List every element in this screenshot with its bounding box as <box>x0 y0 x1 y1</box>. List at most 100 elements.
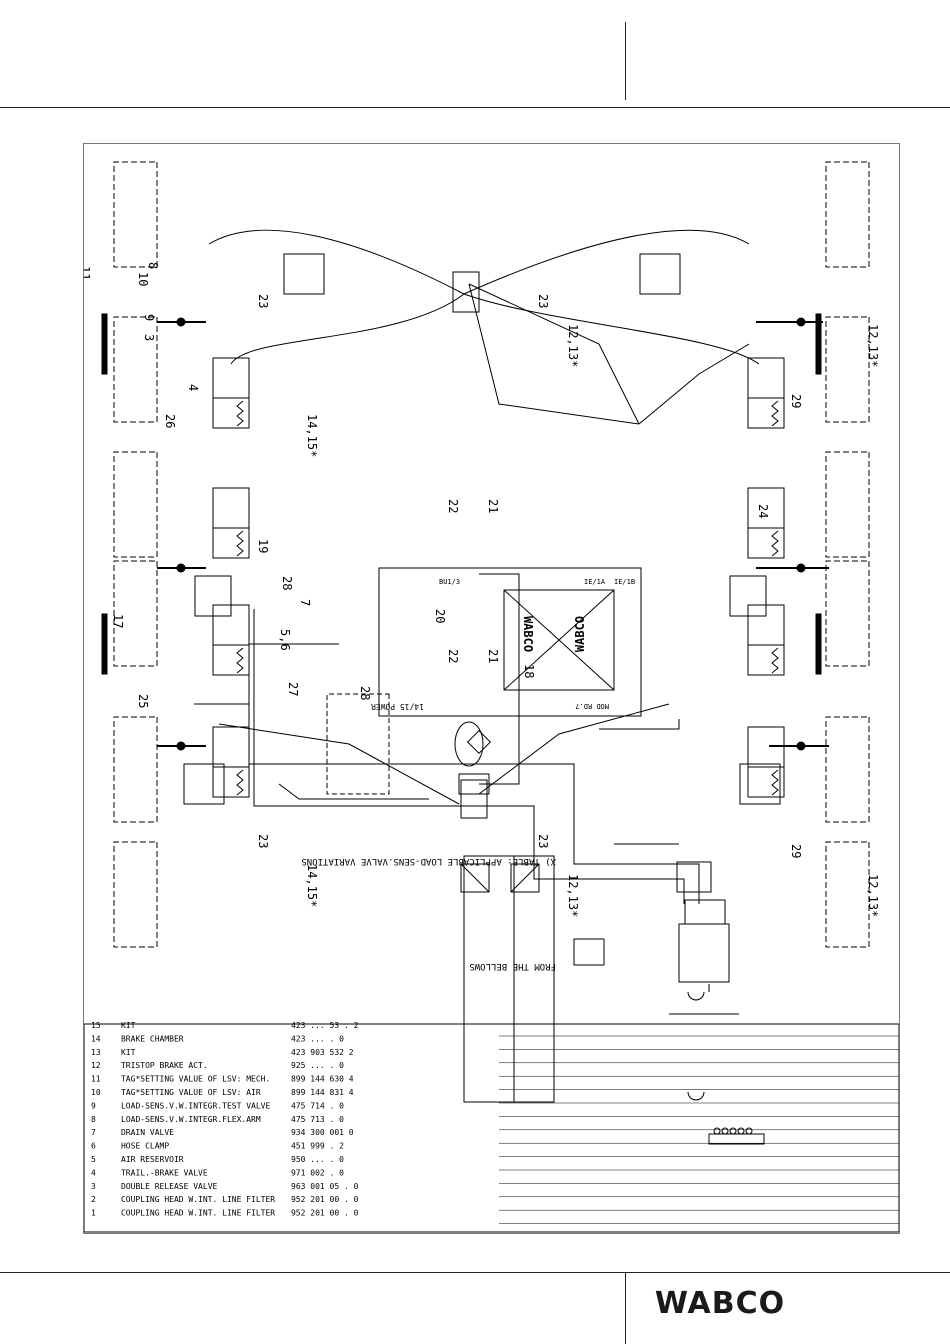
part-number: 934 300 001 0 <box>291 1128 354 1137</box>
ecu-port-ie1b: IE/1B <box>614 578 635 586</box>
spring-zigzag <box>771 530 779 557</box>
callout-label: 12,13* <box>866 874 880 917</box>
wheel-outline <box>113 716 158 823</box>
wheel-outline <box>113 841 158 948</box>
part-pos: 5 <box>91 1155 96 1164</box>
spring-zigzag <box>236 769 244 796</box>
part-number: 423 903 532 2 <box>291 1048 354 1057</box>
callout-label: 12,13* <box>566 874 580 917</box>
part-name: BRAKE CHAMBER <box>121 1034 184 1043</box>
part-name: COUPLING HEAD W.INT. LINE FILTER <box>121 1209 275 1218</box>
part-name: LOAD-SENS.V.W.INTEGR.TEST VALVE <box>121 1101 270 1110</box>
hose-24-c <box>463 229 750 295</box>
callout-label: 28 <box>280 576 294 590</box>
part-number: 423 ... . 0 <box>291 1034 344 1043</box>
footer-vertical-divider <box>625 1272 626 1344</box>
part-pos: 13 <box>91 1048 101 1057</box>
ecu-port-bu13: BU1/3 <box>439 578 460 586</box>
part-number: 952 201 00 . 0 <box>291 1195 359 1204</box>
part-name: TRAIL.-BRAKE VALVE <box>121 1168 208 1177</box>
brake-chamber <box>212 487 250 529</box>
wheel-outline <box>825 716 870 823</box>
valve-8-symbol <box>510 863 540 893</box>
rail-bolt <box>713 1127 721 1135</box>
rail-bolt <box>737 1127 745 1135</box>
part-pos: 4 <box>91 1168 96 1177</box>
callout-label: 20 <box>433 609 447 623</box>
brake-chamber-spring <box>212 766 250 798</box>
part-pos: 2 <box>91 1195 96 1204</box>
relay-valve-25 <box>676 861 712 893</box>
wheel-outline <box>825 560 870 667</box>
from-bellows-label: FROM THE BELLOWS <box>469 961 556 971</box>
brake-hose-1 <box>638 343 750 425</box>
part-number: 971 002 . 0 <box>291 1168 344 1177</box>
part-number: 950 ... . 0 <box>291 1155 344 1164</box>
control-pipe-2 <box>599 719 680 730</box>
brake-chamber-spring <box>212 644 250 676</box>
part-number: 475 713 . 0 <box>291 1115 344 1124</box>
abs-socket-cable <box>194 643 339 705</box>
callout-label: 22 <box>446 499 460 513</box>
callout-label: 3 <box>142 334 156 341</box>
vcs2-modulator-box <box>378 567 642 717</box>
hose-24-a <box>463 293 760 365</box>
brake-chamber-single <box>283 253 325 295</box>
part-name: KIT <box>121 1021 136 1030</box>
callout-label: 29 <box>789 394 803 408</box>
brake-chamber-single <box>739 763 781 805</box>
spring-zigzag <box>236 647 244 674</box>
part-pos: 14 <box>91 1034 101 1043</box>
sensor-cable <box>278 783 429 800</box>
part-number: 963 001 05 . 0 <box>291 1182 359 1191</box>
header-divider <box>0 107 950 108</box>
sensor-dot <box>176 741 186 751</box>
valve-9-diag <box>460 863 490 893</box>
wheel-outline <box>825 161 870 268</box>
callout-label: 21 <box>486 499 500 513</box>
callout-label: 21 <box>486 649 500 663</box>
rail-bolt <box>729 1127 737 1135</box>
callout-label: 7 <box>298 599 312 606</box>
part-name: DOUBLE RELEASE VALVE <box>121 1182 218 1191</box>
spring-zigzag <box>771 769 779 796</box>
valve-9-symbol <box>460 863 490 893</box>
brake-pipe <box>253 609 685 904</box>
part-name: DRAIN VALVE <box>121 1128 174 1137</box>
rail-bolt <box>721 1127 729 1135</box>
abs-relay-valve <box>460 779 488 819</box>
spring-zigzag <box>236 400 244 427</box>
brake-chamber <box>729 575 767 617</box>
coupling-head-supply <box>687 991 705 1001</box>
wheel-outline <box>113 560 158 667</box>
part-pos: 6 <box>91 1142 96 1151</box>
part-pos: 3 <box>91 1182 96 1191</box>
part-pos: 7 <box>91 1128 96 1137</box>
callout-label: 25 <box>136 694 150 708</box>
callout-label: 23 <box>536 834 550 848</box>
brake-chamber-spring <box>747 397 785 429</box>
rail-bolt <box>745 1127 753 1135</box>
sensor-dot <box>176 317 186 327</box>
part-name: TAG*SETTING VALUE OF LSV: MECH. <box>121 1075 270 1084</box>
brake-hose-3 <box>468 283 640 425</box>
footer-logo: WABCO <box>650 1285 790 1321</box>
callout-label: 10 <box>136 272 150 286</box>
ecu-port-power: 14/15 POWER <box>371 702 424 711</box>
part-pos: 15 <box>91 1021 101 1030</box>
double-release-valve <box>678 923 730 983</box>
brake-chamber <box>212 726 250 768</box>
drain-valve <box>466 729 492 755</box>
callout-label: 29 <box>789 844 803 858</box>
part-pos: 11 <box>91 1075 101 1084</box>
overload-protect-valve <box>452 271 480 313</box>
x-table-box <box>463 855 555 1103</box>
callout-label: 17 <box>111 614 125 628</box>
abs-sensor-rod <box>815 613 822 675</box>
header-vertical-divider <box>625 22 626 100</box>
relay-valve-26 <box>573 938 605 966</box>
callout-label: 19 <box>256 539 270 553</box>
callout-label: 12,13* <box>866 324 880 367</box>
